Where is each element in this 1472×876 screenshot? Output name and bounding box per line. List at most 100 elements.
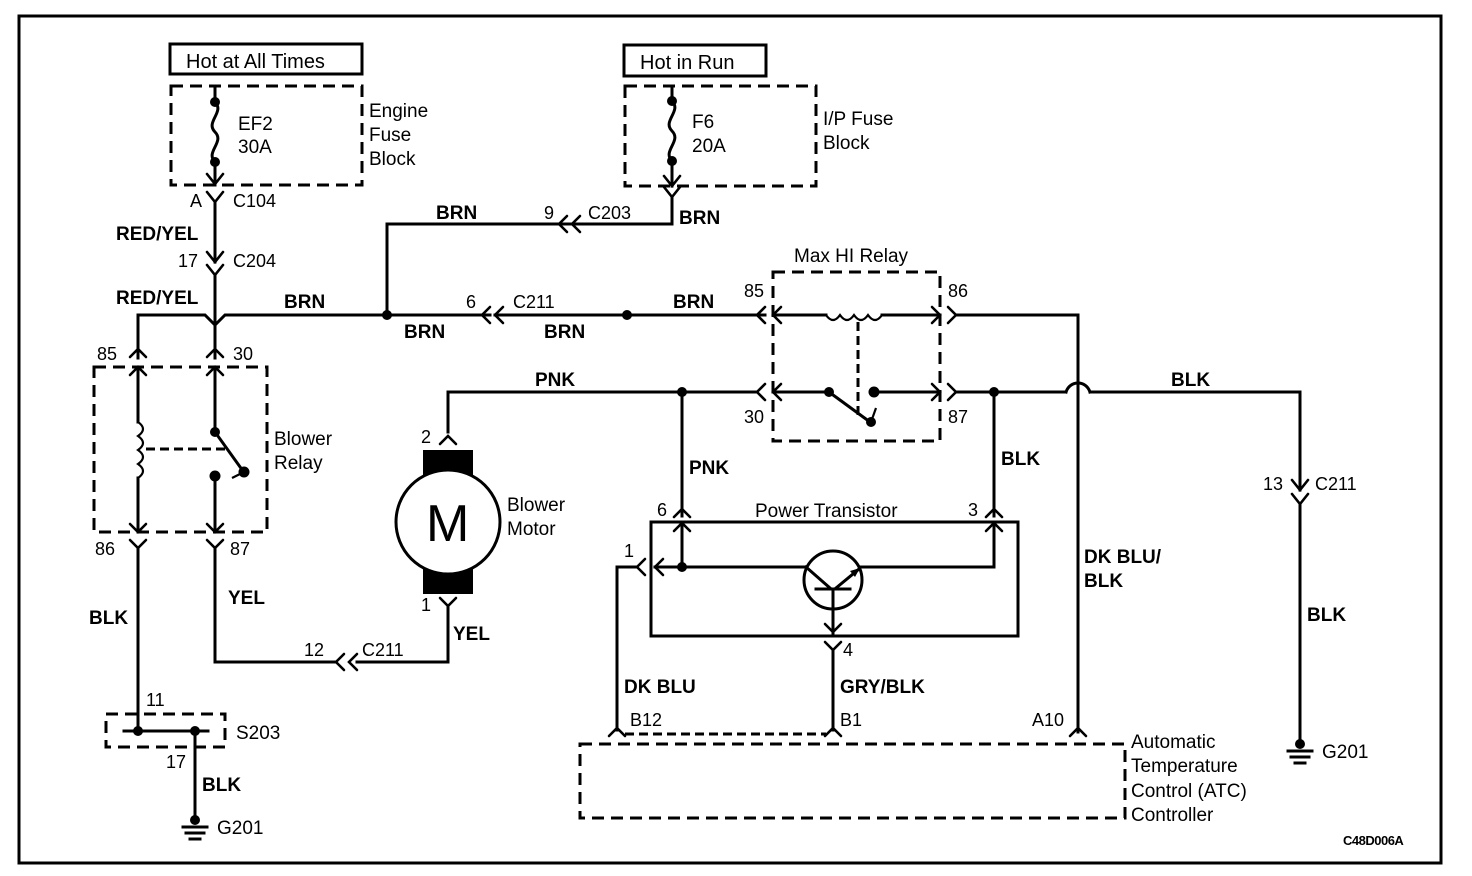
relay-coil-icon [825,313,883,322]
atc-controller: B12 B1 A10 Automatic Temperature Control… [578,710,1247,826]
figure-code: C48D006A [1343,833,1404,848]
wire-label: RED/YEL [116,224,199,245]
svg-text:I/P Fuse: I/P Fuse [823,109,893,130]
svg-text:B12: B12 [630,710,662,730]
svg-text:Controller: Controller [1131,805,1214,826]
svg-text:Relay: Relay [274,453,323,474]
svg-text:2: 2 [421,427,431,447]
wire-yel-relay [213,546,338,664]
svg-text:30: 30 [233,344,253,364]
blower-relay: 85 30 Blower Relay 86 87 [92,344,333,559]
svg-text:9: 9 [544,203,554,223]
engine-fuse-block: EF2 30A Engine Fuse Block [169,84,428,187]
svg-text:C211: C211 [513,292,555,312]
svg-text:G201: G201 [1322,742,1368,763]
svg-text:6: 6 [466,292,476,312]
wire-label: BLK [89,608,128,629]
wire-label: YEL [228,588,265,609]
svg-text:12: 12 [304,640,324,660]
wire-label: BRN [404,322,445,343]
svg-text:C211: C211 [362,640,404,660]
svg-text:F6: F6 [692,112,714,133]
svg-text:17: 17 [178,251,198,271]
wire-label: DK BLU [624,677,696,698]
svg-text:4: 4 [843,640,853,660]
svg-text:Control (ATC): Control (ATC) [1131,781,1247,802]
svg-text:3: 3 [968,500,978,520]
wire-label: BRN [679,208,720,229]
wire-yel-motor [355,604,450,664]
svg-text:B1: B1 [840,710,862,730]
power-source-hot-at-all-times: Hot at All Times [168,42,364,76]
relay-coil-icon [136,421,145,479]
connector-c104: A C104 [190,190,276,211]
svg-text:86: 86 [948,281,968,301]
connector-c211-pin13: 13 C211 [1263,474,1357,507]
svg-text:30A: 30A [238,137,272,158]
svg-text:EF2: EF2 [238,114,273,135]
wire-label: BLK [202,775,241,796]
svg-text:A: A [190,191,202,211]
svg-text:Block: Block [823,133,870,154]
svg-text:87: 87 [230,539,250,559]
svg-text:Automatic: Automatic [1131,732,1215,753]
wire-label: BRN [673,292,714,313]
relay-switch-arm-icon [826,389,873,425]
svg-text:87: 87 [948,407,968,427]
svg-text:Hot in Run: Hot in Run [640,52,735,74]
ip-fuse-block: F6 20A I/P Fuse Block [623,84,893,200]
wire-label: RED/YEL [116,288,199,309]
svg-text:Temperature: Temperature [1131,756,1238,777]
ground-g201-left-icon: G201 [181,815,263,841]
wire-dk-blu-blk [954,313,1080,734]
relay-switch-arm-icon [212,429,246,474]
power-transistor: Power Transistor 6 3 4 [649,500,1020,660]
blower-motor: 2 M Blower Motor 1 [394,427,566,615]
svg-text:6: 6 [657,500,667,520]
connector-c204: 17 C204 [178,250,276,278]
svg-text:13: 13 [1263,474,1283,494]
svg-text:30: 30 [744,407,764,427]
svg-text:C104: C104 [233,191,276,211]
wire-label: BRN [284,292,325,313]
svg-text:Max HI Relay: Max HI Relay [794,246,909,267]
svg-text:86: 86 [95,539,115,559]
svg-text:Fuse: Fuse [369,125,411,146]
svg-text:G201: G201 [217,818,263,839]
connector-c211-pin6: 6 C211 [466,292,555,325]
wire-label: PNK [535,370,575,391]
svg-text:17: 17 [166,752,186,772]
svg-text:Hot at All Times: Hot at All Times [186,51,325,73]
svg-text:C204: C204 [233,251,276,271]
splice-s203: 11 S203 17 [104,690,280,772]
connector-c203: 9 C203 [544,203,631,234]
wire-label: BRN [436,203,477,224]
wire-brn-feed [136,313,389,360]
max-hi-relay: Max HI Relay 85 86 30 87 [744,246,968,443]
wire-label: DK BLU/ [1084,547,1162,568]
wire-label: BLK [1171,370,1210,391]
wire-crossover-icon [1064,381,1092,394]
svg-text:Power Transistor: Power Transistor [755,501,898,522]
svg-text:Engine: Engine [369,101,428,122]
fuse-f6-icon [667,98,677,164]
wire-dk-blu [615,565,639,732]
svg-text:85: 85 [744,281,764,301]
wire-pnk-top [446,390,759,434]
svg-text:1: 1 [421,595,431,615]
diagram-frame [17,14,1443,865]
svg-text:85: 85 [97,344,117,364]
svg-text:C203: C203 [588,203,631,223]
svg-text:Motor: Motor [507,519,556,540]
svg-text:Blower: Blower [274,429,333,450]
ground-g201-right-icon: G201 [1286,739,1368,765]
power-transistor-pin-1: 1 [624,541,634,561]
svg-text:A10: A10 [1032,710,1064,730]
svg-text:M: M [426,495,469,553]
wire-label: BRN [544,322,585,343]
svg-text:S203: S203 [236,723,280,744]
svg-text:20A: 20A [692,136,726,157]
power-source-hot-in-run: Hot in Run [622,43,768,78]
wire-brn-f6 [570,195,674,226]
connector-c211-pin12: 12 C211 [304,640,404,672]
